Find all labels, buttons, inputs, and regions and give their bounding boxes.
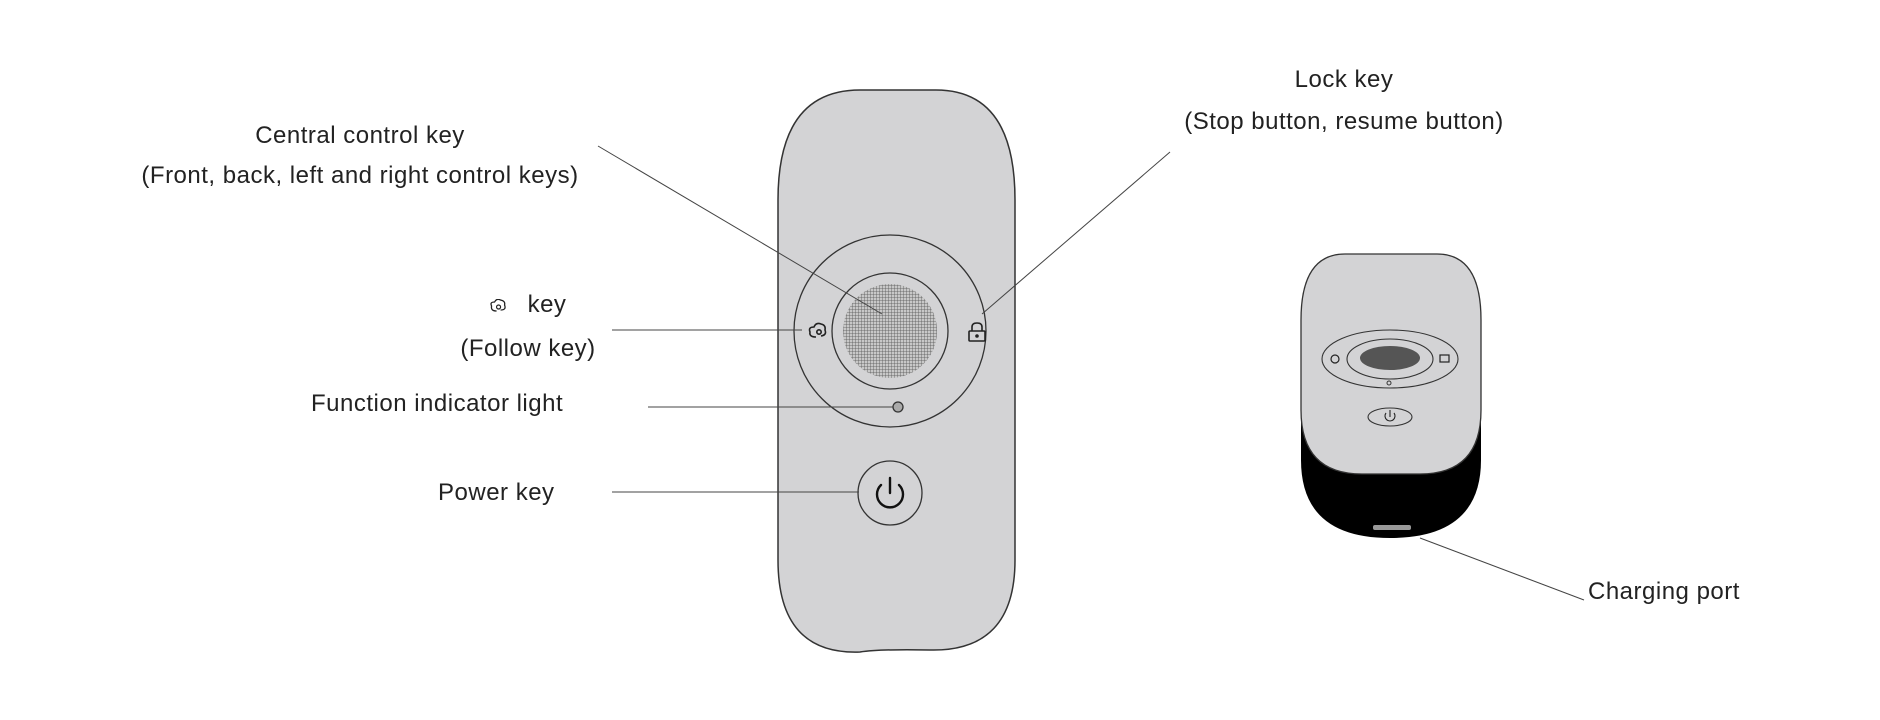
- outer-ring: [793, 234, 987, 428]
- side-remote: [1300, 253, 1482, 538]
- central-control-key: [831, 272, 949, 390]
- power-key-label: Power key: [438, 479, 555, 506]
- central-key-label: Central control key: [255, 122, 465, 149]
- indicator-light: [892, 401, 904, 413]
- follow-key-text: key: [527, 291, 567, 318]
- lock-key-label: Lock key: [1294, 66, 1394, 93]
- power-key: [857, 460, 923, 526]
- follow-icon: [490, 298, 506, 312]
- control-mesh: [843, 284, 937, 378]
- charging-port-label: Charging port: [1588, 578, 1740, 605]
- main-remote: [777, 89, 1016, 653]
- power-icon: [875, 476, 905, 509]
- follow-key-description: (Follow key): [460, 335, 596, 362]
- charging-port: [1373, 525, 1411, 530]
- lock-key-description: (Stop button, resume button): [1184, 108, 1504, 135]
- follow-icon: [808, 322, 827, 338]
- lock-icon: [968, 322, 986, 342]
- central-key-description: (Front, back, left and right control key…: [141, 162, 579, 189]
- indicator-label: Function indicator light: [311, 390, 564, 417]
- follow-key-label: key: [490, 293, 567, 317]
- leader-lines: [597, 145, 1585, 601]
